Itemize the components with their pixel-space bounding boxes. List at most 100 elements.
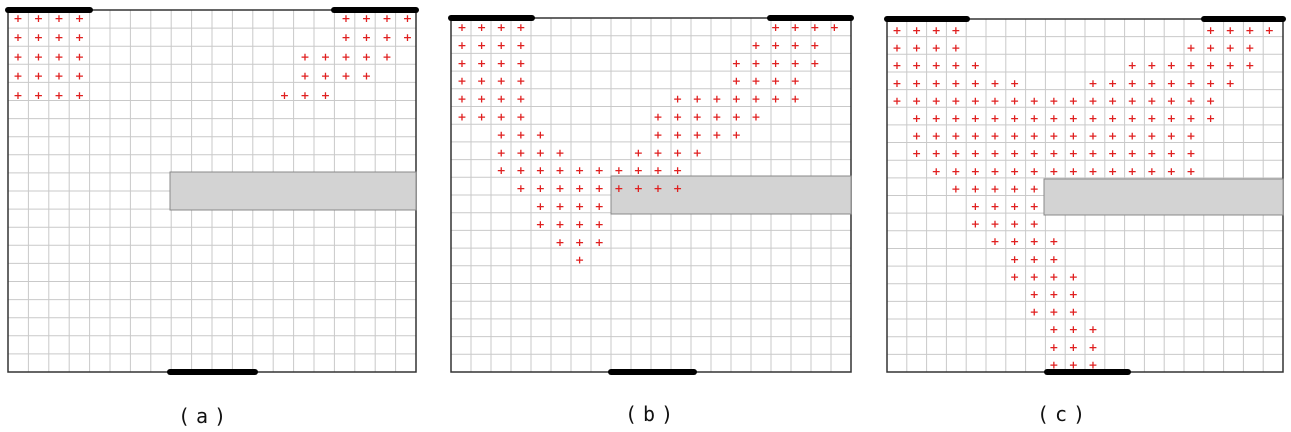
- occupant-marker: +: [497, 111, 506, 124]
- occupant-marker: +: [1167, 77, 1176, 90]
- occupant-marker: +: [1069, 147, 1078, 160]
- occupant-marker: +: [1108, 165, 1117, 178]
- occupant-marker: +: [362, 12, 371, 25]
- occupant-marker: +: [1226, 77, 1235, 90]
- occupant-marker: +: [932, 165, 941, 178]
- occupant-marker: +: [536, 146, 545, 159]
- occupant-marker: +: [653, 164, 662, 177]
- occupant-marker: +: [1010, 130, 1019, 143]
- occupant-marker: +: [1069, 270, 1078, 283]
- occupant-marker: +: [536, 218, 545, 231]
- occupant-marker: +: [732, 57, 741, 70]
- occupant-marker: +: [536, 164, 545, 177]
- occupant-marker: +: [536, 200, 545, 213]
- occupant-marker: +: [1010, 200, 1019, 213]
- occupant-marker: +: [1088, 358, 1097, 371]
- occupant-marker: +: [990, 147, 999, 160]
- occupant-marker: +: [951, 130, 960, 143]
- occupant-marker: +: [595, 218, 604, 231]
- occupant-marker: +: [1069, 341, 1078, 354]
- occupant-marker: +: [595, 236, 604, 249]
- occupant-marker: +: [892, 77, 901, 90]
- occupant-marker: +: [932, 130, 941, 143]
- panel-a: ++++++++++++++++++++++++++++++++++++++++: [5, 7, 419, 375]
- occupant-marker: +: [575, 164, 584, 177]
- occupant-marker: +: [673, 146, 682, 159]
- occupant-marker: +: [555, 236, 564, 249]
- occupant-marker: +: [1108, 147, 1117, 160]
- occupant-marker: +: [1167, 165, 1176, 178]
- occupant-marker: +: [1147, 112, 1156, 125]
- occupant-marker: +: [1010, 235, 1019, 248]
- occupant-marker: +: [516, 164, 525, 177]
- occupant-marker: +: [990, 112, 999, 125]
- occupant-marker: +: [1030, 218, 1039, 231]
- occupant-marker: +: [1167, 94, 1176, 107]
- occupant-marker: +: [971, 94, 980, 107]
- occupant-marker: +: [1245, 24, 1254, 37]
- occupant-marker: +: [912, 147, 921, 160]
- occupant-marker: +: [555, 164, 564, 177]
- occupant-marker: +: [75, 50, 84, 63]
- occupant-marker: +: [990, 218, 999, 231]
- occupant-marker: +: [321, 89, 330, 102]
- occupant-marker: +: [791, 75, 800, 88]
- occupant-marker: +: [1186, 94, 1195, 107]
- occupant-marker: +: [971, 59, 980, 72]
- occupant-marker: +: [497, 39, 506, 52]
- occupant-marker: +: [1010, 218, 1019, 231]
- occupant-marker: +: [477, 111, 486, 124]
- occupant-marker: +: [693, 128, 702, 141]
- occupant-marker: +: [791, 93, 800, 106]
- occupant-marker: +: [575, 218, 584, 231]
- occupant-marker: +: [653, 128, 662, 141]
- occupant-marker: +: [1030, 130, 1039, 143]
- occupant-marker: +: [1128, 130, 1137, 143]
- occupant-marker: +: [1049, 235, 1058, 248]
- occupant-marker: +: [1147, 130, 1156, 143]
- occupant-marker: +: [341, 50, 350, 63]
- occupant-marker: +: [912, 77, 921, 90]
- occupant-marker: +: [477, 21, 486, 34]
- occupant-marker: +: [555, 182, 564, 195]
- occupant-marker: +: [732, 128, 741, 141]
- occupant-marker: +: [971, 77, 980, 90]
- occupant-marker: +: [1010, 165, 1019, 178]
- occupant-marker: +: [300, 50, 309, 63]
- occupant-marker: +: [1128, 165, 1137, 178]
- occupant-marker: +: [516, 75, 525, 88]
- occupant-marker: +: [1108, 94, 1117, 107]
- occupant-marker: +: [575, 200, 584, 213]
- occupant-marker: +: [892, 94, 901, 107]
- occupant-marker: +: [1108, 77, 1117, 90]
- occupant-marker: +: [712, 128, 721, 141]
- occupant-marker: +: [457, 39, 466, 52]
- panel-c: + + + + + + + + + + + + + + + + + + + + + + + + + + + + + + + + + + + + + + + +…: [884, 16, 1286, 375]
- occupant-marker: +: [732, 93, 741, 106]
- occupant-marker: +: [634, 146, 643, 159]
- occupant-marker: +: [1049, 306, 1058, 319]
- occupant-marker: +: [536, 128, 545, 141]
- occupant-marker: +: [1010, 182, 1019, 195]
- occupant-marker: +: [382, 12, 391, 25]
- occupant-marker: +: [971, 165, 980, 178]
- occupant-marker: +: [771, 75, 780, 88]
- occupant-marker: +: [810, 39, 819, 52]
- occupant-marker: +: [516, 128, 525, 141]
- occupant-marker: +: [54, 50, 63, 63]
- occupant-marker: +: [693, 146, 702, 159]
- occupant-marker: +: [497, 164, 506, 177]
- occupant-marker: +: [1049, 341, 1058, 354]
- occupant-marker: +: [1030, 306, 1039, 319]
- occupant-marker: +: [971, 130, 980, 143]
- occupant-marker: +: [516, 111, 525, 124]
- occupant-marker: +: [575, 236, 584, 249]
- occupant-marker: +: [1128, 59, 1137, 72]
- occupant-marker: +: [971, 112, 980, 125]
- occupant-marker: +: [457, 21, 466, 34]
- occupant-marker: +: [341, 31, 350, 44]
- occupant-marker: +: [1069, 94, 1078, 107]
- occupant-marker: +: [971, 147, 980, 160]
- occupant-marker: +: [791, 57, 800, 70]
- occupant-marker: +: [951, 147, 960, 160]
